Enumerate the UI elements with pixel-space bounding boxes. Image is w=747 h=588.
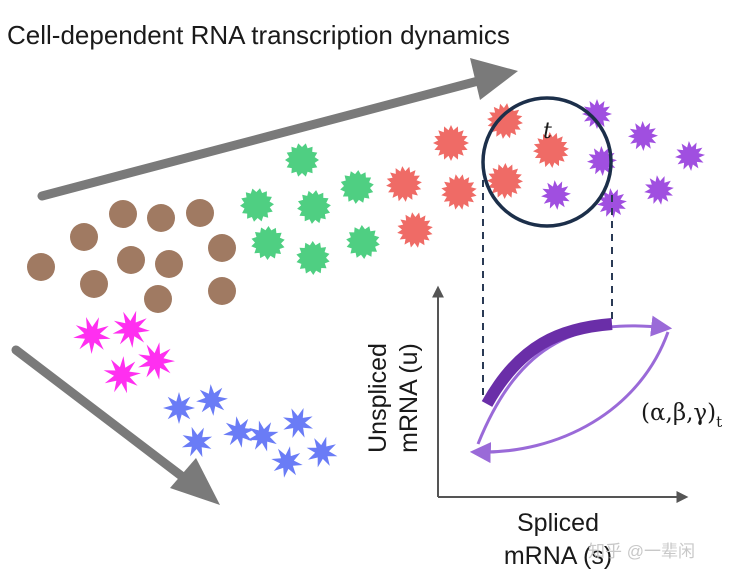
spiky-cell-icon — [296, 241, 330, 275]
spiky-cell-icon — [103, 356, 141, 394]
cell-population — [27, 99, 705, 478]
spiky-cell-icon — [251, 226, 285, 260]
svg-text:Spliced: Spliced — [517, 509, 599, 537]
spiky-cell-icon — [675, 141, 705, 171]
spiky-cell-icon — [196, 384, 228, 416]
spiky-cell-icon — [397, 212, 433, 248]
svg-text:mRNA (s): mRNA (s) — [504, 542, 612, 570]
spiky-cell-icon — [582, 99, 612, 129]
spiky-cell-icon — [487, 103, 523, 139]
spiky-cell-icon — [247, 420, 279, 452]
spiky-cell-icon — [541, 180, 571, 210]
spiky-cell-icon — [271, 446, 303, 478]
spiky-cell-icon — [223, 416, 255, 448]
round-cell-icon — [208, 234, 236, 262]
spiky-cell-icon — [240, 188, 274, 222]
round-cell-icon — [70, 223, 98, 251]
round-cell-icon — [147, 204, 175, 232]
svg-text:Unspliced: Unspliced — [364, 343, 392, 453]
spiky-cell-icon — [340, 170, 374, 204]
y-axis-label: Unspliced mRNA (u) — [364, 343, 423, 453]
diagram-title: Cell-dependent RNA transcription dynamic… — [7, 20, 510, 50]
spiky-cell-icon — [587, 146, 617, 176]
rate-params-label: (α,β,γ)t — [641, 400, 722, 431]
round-cell-icon — [80, 270, 108, 298]
round-cell-icon — [155, 250, 183, 278]
spiky-cell-icon — [597, 188, 627, 218]
time-window-segment — [481, 318, 613, 407]
round-cell-icon — [117, 246, 145, 274]
round-cell-icon — [208, 277, 236, 305]
repression-curve — [469, 331, 670, 464]
spiky-cell-icon — [285, 143, 319, 177]
spiky-cell-icon — [138, 342, 175, 380]
time-window-circle — [481, 96, 613, 228]
round-cell-icon — [27, 253, 55, 281]
down-right-arrow-icon — [11, 345, 220, 505]
spiky-cell-icon — [441, 174, 477, 210]
spiky-cell-icon — [181, 426, 213, 458]
time-label: t — [543, 119, 552, 144]
right-arrow-icon — [37, 58, 518, 201]
spiky-cell-icon — [644, 175, 674, 205]
spiky-cell-icon — [297, 190, 331, 224]
x-axis-label: Spliced mRNA (s) — [504, 509, 612, 570]
round-cell-icon — [186, 199, 214, 227]
spiky-cell-icon — [386, 166, 422, 202]
round-cell-icon — [144, 285, 172, 313]
spiky-cell-icon — [533, 132, 569, 168]
spiky-cell-icon — [628, 121, 658, 151]
spiky-cell-icon — [73, 317, 111, 354]
phase-plot-axes — [432, 285, 689, 503]
induction-curve — [476, 315, 673, 445]
spiky-cell-icon — [112, 310, 150, 348]
spiky-cell-icon — [306, 436, 338, 468]
spiky-cell-icon — [487, 163, 523, 199]
spiky-cell-icon — [433, 125, 469, 161]
spiky-cell-icon — [283, 408, 313, 438]
watermark-text: 知乎 @一辈闲 — [588, 542, 695, 561]
spiky-cell-icon — [163, 392, 195, 424]
round-cell-icon — [109, 200, 137, 228]
svg-text:mRNA (u): mRNA (u) — [395, 343, 423, 453]
spiky-cell-icon — [346, 225, 380, 259]
